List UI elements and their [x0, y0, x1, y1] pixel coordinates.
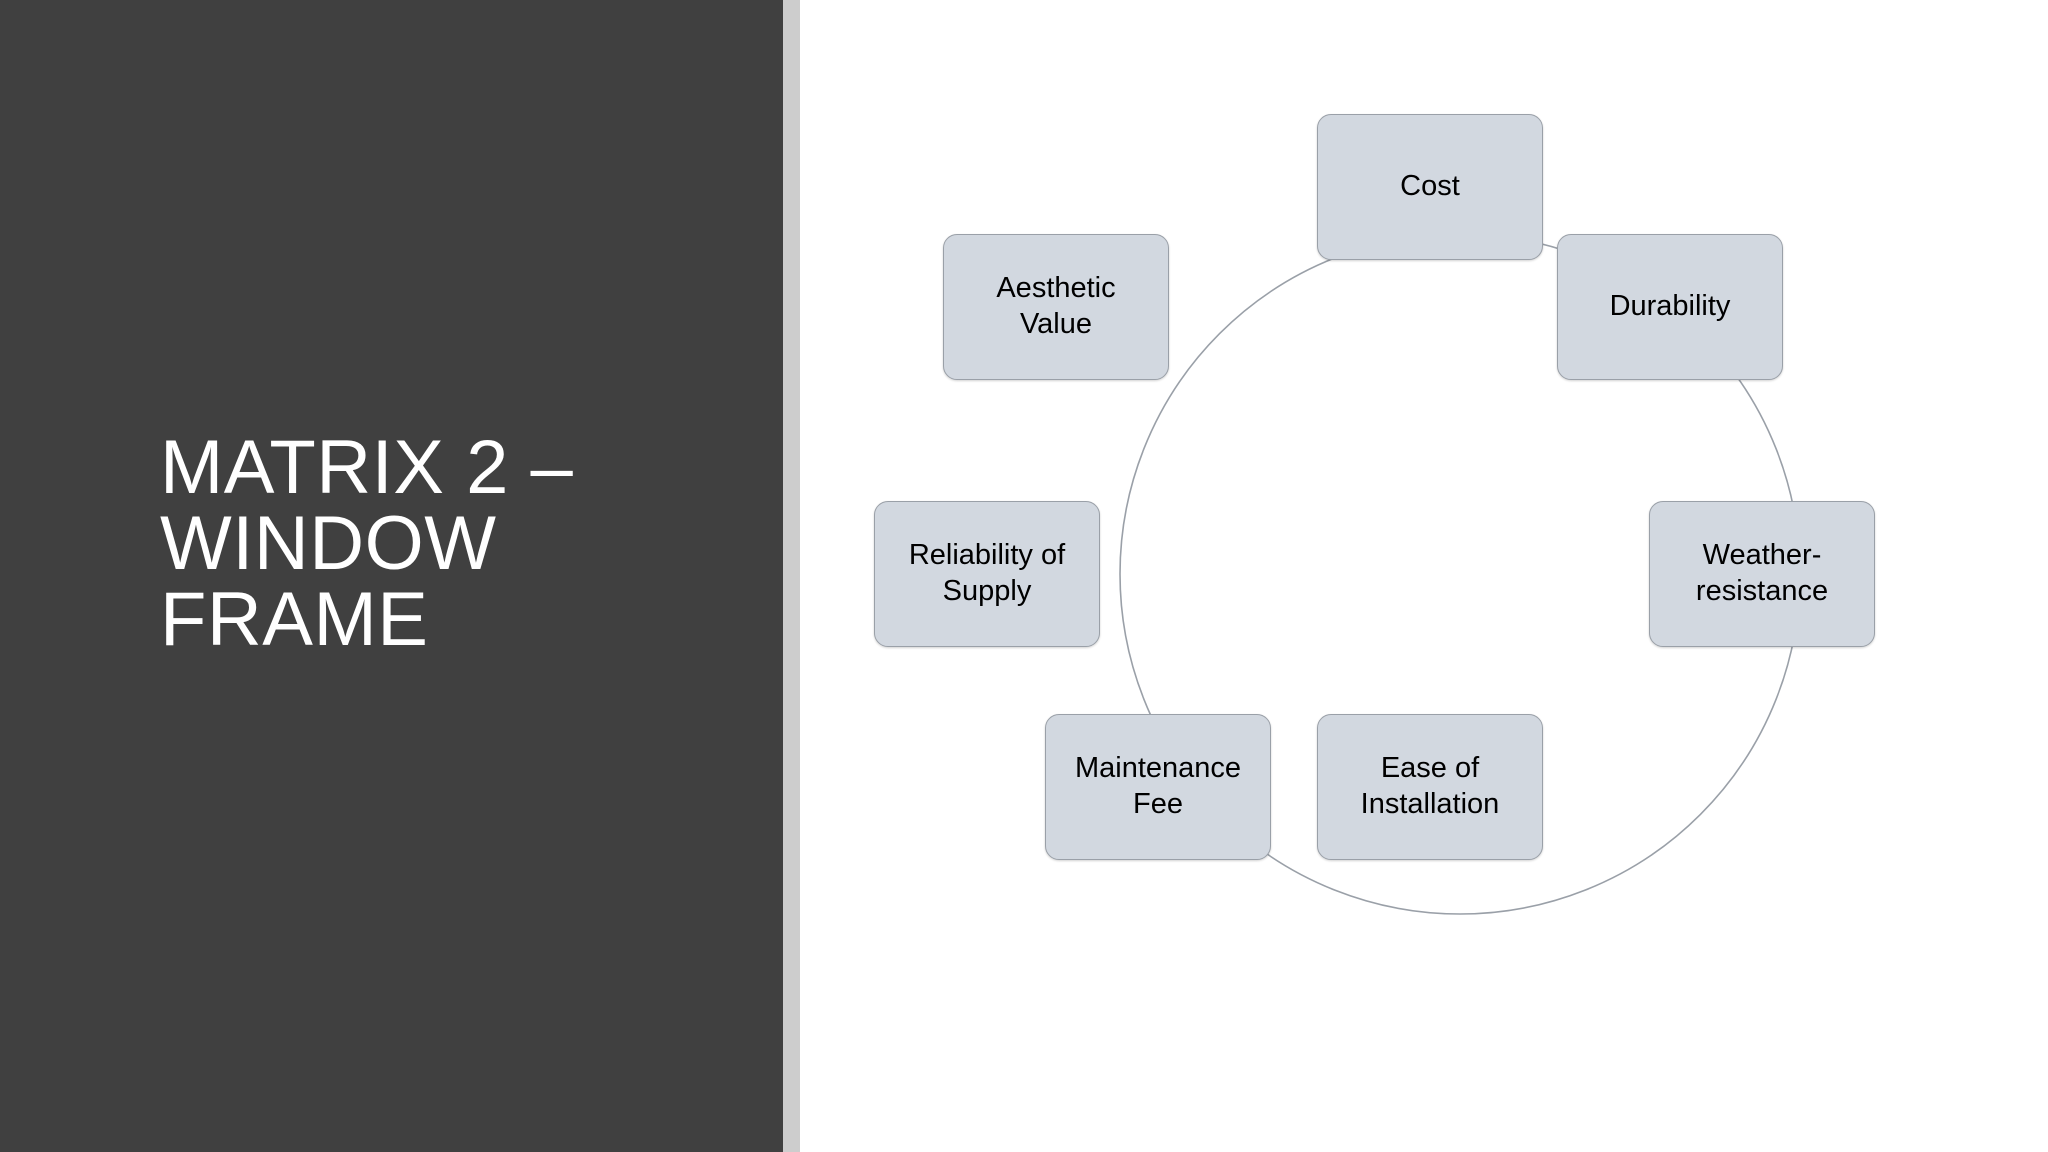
cycle-node-label: Ease of Installation [1360, 752, 1500, 820]
cycle-node[interactable]: Aesthetic Value [943, 234, 1169, 380]
cycle-node[interactable]: Durability [1557, 234, 1783, 380]
cycle-node[interactable]: Ease of Installation [1317, 714, 1543, 860]
cycle-node-label: Cost [1400, 170, 1460, 203]
cycle-node-label: Maintenance Fee [1074, 752, 1242, 820]
page-title: MATRIX 2 – WINDOW FRAME [160, 425, 574, 662]
title-panel [0, 0, 783, 1152]
cycle-node[interactable]: Cost [1317, 114, 1543, 260]
cycle-node-label: Durability [1609, 290, 1731, 323]
cycle-node[interactable]: Reliability of Supply [874, 501, 1100, 647]
cycle-node-label: Weather- resistance [1695, 539, 1829, 607]
cycle-node-label: Reliability of Supply [908, 539, 1066, 607]
cycle-node[interactable]: Weather- resistance [1649, 501, 1875, 647]
cycle-node-label: Aesthetic Value [996, 272, 1116, 340]
cycle-node[interactable]: Maintenance Fee [1045, 714, 1271, 860]
title-panel-divider [783, 0, 800, 1152]
